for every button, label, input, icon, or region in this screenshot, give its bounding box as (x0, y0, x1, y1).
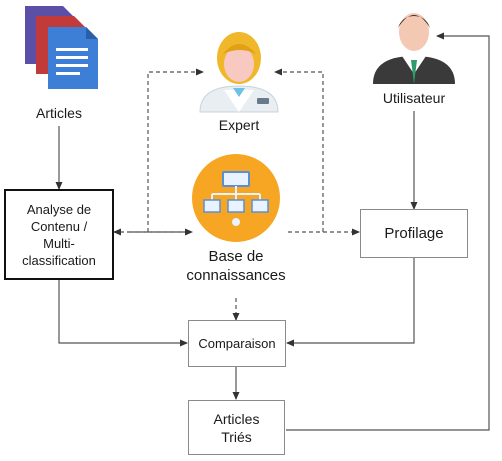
base-line-1: Base de (208, 248, 264, 265)
analyse-line-1: Analyse de (26, 201, 92, 217)
utilisateur-label: Utilisateur (382, 90, 446, 106)
comparaison-box: Comparaison (188, 320, 286, 367)
edge-tries-utilisateur (286, 32, 490, 431)
edge-analyse-comparaison (58, 280, 188, 347)
articles-tries-box: Articles Triés (188, 400, 285, 455)
user-icon (373, 13, 455, 84)
tries-line-1: Articles (213, 410, 260, 427)
articles-label: Articles (36, 105, 82, 121)
comparaison-label: Comparaison (198, 336, 276, 351)
analyse-line-2: Contenu / (30, 218, 88, 234)
edge-analyse-expert (147, 68, 204, 232)
expert-label: Expert (218, 117, 260, 133)
analyse-contenu-box: Analyse de Contenu / Multi- classificati… (4, 189, 114, 280)
analyse-line-4: classification (22, 252, 96, 268)
profilage-box: Profilage (360, 209, 468, 258)
hierarchy-icon (192, 154, 280, 242)
documents-icon (25, 6, 98, 89)
expert-icon (199, 32, 279, 113)
base-connaissances-label: Base de connaissances (171, 247, 301, 285)
tries-line-2: Triés (221, 428, 252, 445)
base-line-2: connaissances (186, 267, 286, 284)
analyse-line-3: Multi- (43, 235, 75, 251)
edge-profilage-expert (274, 68, 324, 232)
profilage-label: Profilage (384, 225, 444, 242)
edge-profilage-comparaison (286, 258, 415, 347)
